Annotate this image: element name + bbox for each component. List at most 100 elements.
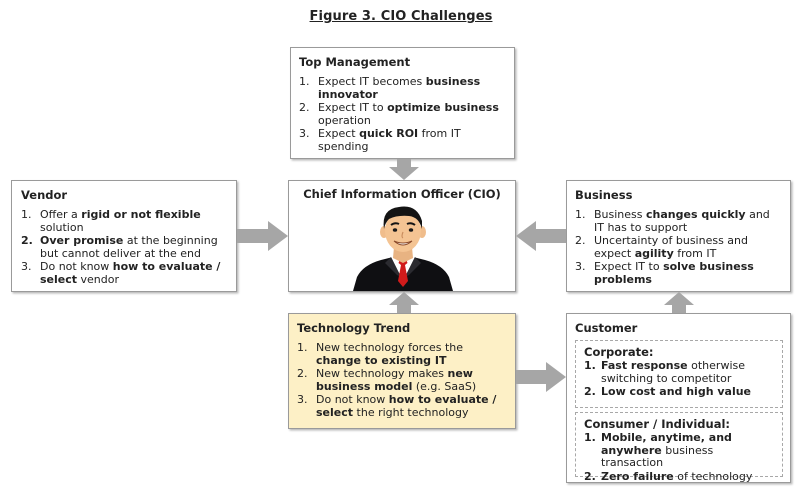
item-text-part: from IT spending (318, 127, 461, 153)
arrow-customer-to-business (664, 292, 694, 313)
arrow-top-management-to-cio (389, 159, 419, 180)
list-item: 2. Uncertainty of business and expect agi… (575, 234, 782, 260)
top-management-box: Top Management 1. Expect IT becomes busin… (290, 47, 515, 159)
item-text-emphasis: solve business problems (594, 260, 754, 286)
list-item: 1. Expect IT becomes business innovator (299, 75, 506, 101)
item-text-part: Offer a (40, 208, 82, 221)
item-text-emphasis: Fast response (601, 359, 688, 372)
item-text-emphasis: optimize business (387, 101, 499, 115)
item-text: Business changes quickly and IT has to s… (594, 208, 770, 234)
top-management-list: 1. Expect IT becomes business innovator 2.… (299, 75, 506, 154)
item-text-emphasis: rigid or not flexible (81, 208, 201, 221)
item-text: Fast response otherwise switching to com… (601, 359, 745, 385)
corporate-section: Corporate: 1.Fast response otherwise swi… (575, 340, 783, 408)
customer-box: Customer Corporate: 1.Fast response othe… (566, 313, 791, 483)
item-number: 2. (299, 101, 310, 115)
list-item: 3.Expect quick ROI from IT spending (299, 128, 506, 153)
list-item: 2. Over promise at the beginning but cann… (21, 234, 228, 260)
list-item: 1.Offer a rigid or not flexible solution (21, 208, 228, 234)
item-text-emphasis: agility (634, 246, 674, 260)
list-item: 2. New technology makes new business mode… (297, 367, 507, 393)
item-text: Low cost and high value (601, 385, 751, 398)
item-text-emphasis: new business model (316, 367, 473, 393)
item-text-part: Uncertainty of business and expect (594, 234, 748, 260)
business-list: 1. Business changes quickly and IT has to… (575, 208, 782, 287)
item-text-part: otherwise switching to competitor (601, 359, 745, 385)
item-text-part: operation (318, 113, 371, 127)
list-item: 1.New technology forces the change to ex… (297, 341, 507, 367)
item-text-emphasis: changes quickly (646, 208, 746, 221)
list-item: 2. Low cost and high value (584, 385, 776, 399)
business-box: Business 1. Business changes quickly and … (566, 180, 791, 292)
item-text: New technology forces the change to exis… (316, 341, 463, 367)
item-number: 1. (299, 75, 310, 88)
item-number: 1. (575, 208, 586, 221)
item-text-emphasis: Mobile, anytime, and anywhere (601, 431, 732, 457)
figure-title: Figure 3. CIO Challenges (309, 9, 493, 24)
item-text-part: from IT (673, 246, 717, 260)
item-text-part: Expect (318, 127, 360, 141)
item-text-part: Expect IT to (594, 260, 664, 274)
business-title: Business (575, 188, 633, 202)
consumer-title: Consumer / Individual: (584, 417, 731, 431)
item-text-part: Expect IT becomes (318, 75, 426, 88)
item-text: Do not know how to evaluate / select the… (316, 393, 496, 419)
item-number: 3. (575, 260, 586, 274)
list-item: 1.Fast response otherwise switching to c… (584, 359, 776, 385)
vendor-title: Vendor (21, 188, 68, 202)
item-number: 3. (21, 260, 32, 274)
corporate-list: 1.Fast response otherwise switching to c… (584, 359, 776, 399)
technology-trend-list: 1.New technology forces the change to ex… (297, 341, 507, 420)
item-number: 2. (21, 234, 33, 248)
technology-trend-title: Technology Trend (297, 321, 411, 335)
arrow-vendor-to-cio (237, 221, 288, 251)
item-text: Offer a rigid or not flexible solution (40, 208, 201, 234)
list-item: 3. Expect IT to solve business problems (575, 261, 782, 286)
item-text-part: Business (594, 208, 647, 221)
arrow-technology-to-cio (389, 292, 419, 313)
consumer-list: 1. Mobile, anytime, and anywhere business… (584, 431, 776, 484)
cio-title: Chief Information Officer (CIO) (303, 187, 501, 201)
item-text-emphasis: how to evaluate / select (40, 260, 221, 286)
item-text-emphasis: how to evaluate / select (316, 393, 497, 419)
top-management-title: Top Management (299, 55, 411, 69)
item-text-emphasis: change to existing IT (316, 353, 447, 367)
vendor-box: Vendor 1.Offer a rigid or not flexible s… (11, 180, 237, 292)
item-text-part: at the beginning but cannot deliver at t… (40, 234, 218, 260)
list-item: 3. Do not know how to evaluate / select v… (21, 261, 228, 286)
list-item: 3. Do not know how to evaluate / select t… (297, 394, 507, 419)
item-text-emphasis: Zero failure (601, 469, 674, 483)
item-text: Zero failure of technology (601, 470, 752, 483)
item-text-emphasis: Low cost and high value (601, 385, 752, 399)
cio-box: Chief Information Officer (CIO) (288, 180, 516, 292)
item-text: Expect IT becomes business innovator (318, 75, 480, 101)
list-item: 1. Business changes quickly and IT has to… (575, 208, 782, 234)
item-text: Over promise at the beginning but cannot… (40, 234, 218, 260)
item-text-part: Do not know (316, 393, 389, 407)
item-text-part: business transaction (601, 443, 714, 470)
item-text-part: vendor (77, 272, 120, 286)
item-text: Mobile, anytime, and anywhere business t… (601, 431, 732, 469)
item-text: Expect quick ROI from IT spending (318, 127, 461, 153)
item-text-part: New technology forces the (316, 341, 464, 354)
item-text-part: and IT has to support (594, 208, 770, 234)
item-number: 2. (575, 234, 586, 248)
item-text-part: solution (40, 220, 84, 234)
item-text-emphasis: quick ROI (359, 127, 419, 141)
item-number: 1. (584, 431, 596, 444)
item-number: 2. (584, 385, 596, 399)
item-text: New technology makes new business model … (316, 367, 476, 393)
item-number: 3. (297, 393, 308, 407)
item-text-part: Do not know (40, 260, 113, 274)
vendor-list: 1.Offer a rigid or not flexible solution… (21, 208, 228, 287)
item-number: 2. (297, 367, 308, 381)
technology-trend-box: Technology Trend 1.New technology forces… (288, 313, 516, 429)
item-number: 2. (584, 469, 596, 483)
customer-title: Customer (575, 321, 638, 335)
item-text: Expect IT to optimize business operation (318, 101, 499, 127)
item-text-emphasis: business innovator (318, 75, 481, 101)
item-text-part: of technology (673, 469, 753, 483)
list-item: 2. Zero failure of technology (584, 469, 776, 484)
list-item: 1. Mobile, anytime, and anywhere business… (584, 431, 776, 470)
corporate-title: Corporate: (584, 345, 654, 359)
